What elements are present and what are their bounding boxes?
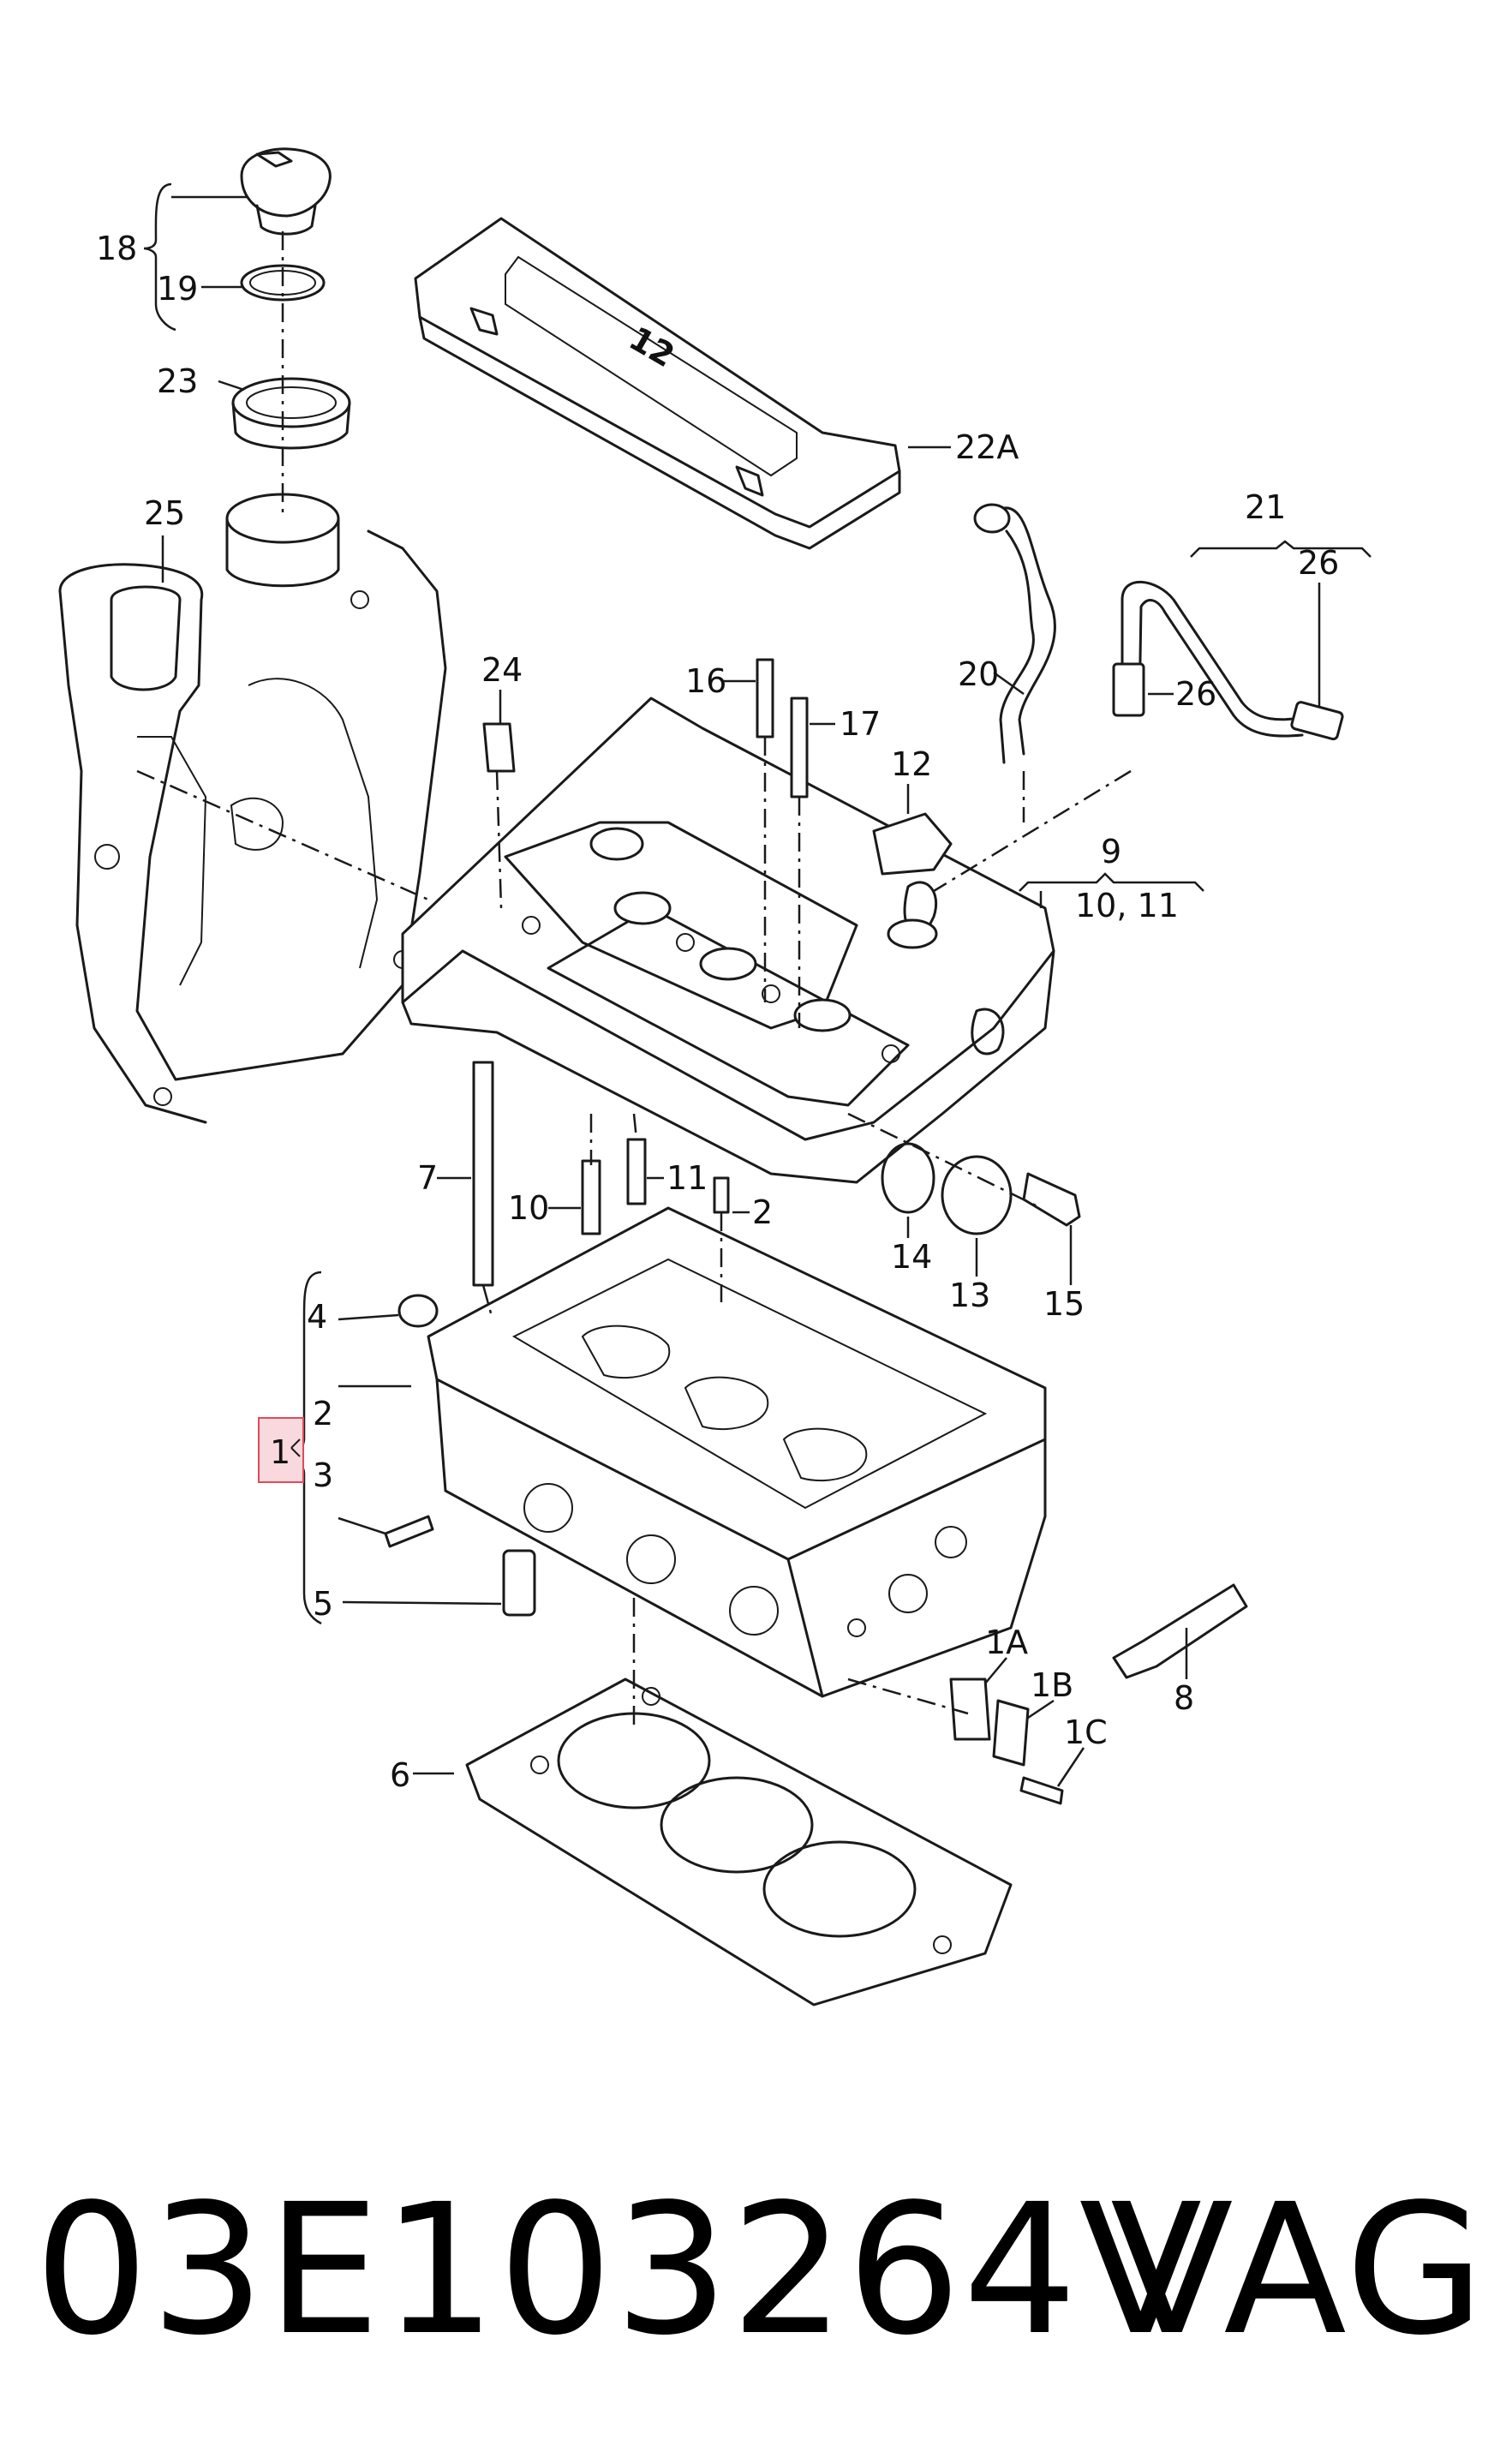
screw-1C (1019, 1776, 1064, 1805)
bolt-11 (626, 1138, 647, 1205)
callout-19[interactable]: 19 (157, 270, 198, 308)
sealant-tube-8 (1112, 1583, 1248, 1679)
callout-10-11[interactable]: 10, 11 (1075, 887, 1179, 924)
camshaft-housing (401, 697, 1055, 1184)
callout-26-top[interactable]: 26 (1298, 544, 1339, 582)
callout-10[interactable]: 10 (508, 1189, 549, 1227)
highlight-box (258, 1417, 304, 1483)
callout-8[interactable]: 8 (1174, 1679, 1194, 1717)
callout-25[interactable]: 25 (144, 494, 185, 532)
callout-17[interactable]: 17 (840, 705, 881, 743)
callout-7[interactable]: 7 (417, 1159, 438, 1197)
callout-18[interactable]: 18 (96, 230, 137, 267)
callout-13[interactable]: 13 (949, 1277, 990, 1314)
bolt-15 (1022, 1172, 1081, 1227)
timing-case-cover (58, 493, 447, 1124)
callout-1C[interactable]: 1C (1064, 1713, 1108, 1751)
breather-pipe (1112, 580, 1344, 741)
small-parts (384, 658, 1248, 1805)
sender-24 (482, 722, 516, 773)
filler-neck (231, 377, 351, 450)
callout-21[interactable]: 21 (1245, 488, 1286, 526)
part-number: 03E103264V (34, 2165, 1204, 2375)
stud-3 (384, 1515, 434, 1548)
bolt-10 (581, 1159, 601, 1235)
callout-14[interactable]: 14 (891, 1238, 932, 1276)
plug-4 (397, 1294, 439, 1328)
cylinder-head (427, 1206, 1047, 1698)
callout-labels: 18 19 23 25 22A 21 26 26 20 24 16 17 12 … (96, 230, 1339, 1794)
callout-23[interactable]: 23 (157, 362, 198, 400)
callout-22A[interactable]: 22A (955, 428, 1019, 466)
breather-hose (973, 503, 1056, 764)
filter-sleeve-upper (1112, 662, 1145, 717)
callout-24[interactable]: 24 (481, 651, 523, 689)
head-bolt-7 (472, 1061, 494, 1287)
callout-2-upper[interactable]: 2 (752, 1193, 773, 1231)
head-gasket (465, 1678, 1013, 2006)
callout-26-side[interactable]: 26 (1175, 675, 1216, 713)
sensor-seat (887, 918, 938, 949)
gasket-1A (949, 1678, 991, 1741)
highlight-arrow (290, 1438, 301, 1457)
sleeve-5 (502, 1549, 536, 1617)
callout-4[interactable]: 4 (307, 1298, 327, 1336)
sensor-12 (872, 812, 953, 876)
callout-16[interactable]: 16 (685, 662, 726, 700)
callout-1B[interactable]: 1B (1031, 1666, 1073, 1704)
callout-9[interactable]: 9 (1101, 833, 1121, 870)
callout-2-lower[interactable]: 2 (313, 1395, 333, 1432)
bolt-16 (756, 658, 774, 739)
engine-cover: 12 (414, 217, 901, 550)
cover-13 (941, 1155, 1013, 1235)
oil-filler-cap (240, 147, 332, 236)
o-ring-14 (881, 1142, 935, 1214)
brand-name: VAG (1110, 2165, 1486, 2375)
assembly-lines (136, 231, 1132, 1731)
bolt-17 (790, 697, 809, 798)
leader-lines (143, 182, 1372, 1787)
callout-11[interactable]: 11 (666, 1159, 708, 1197)
plate-1B (992, 1699, 1030, 1767)
callout-5[interactable]: 5 (313, 1585, 333, 1623)
callout-1[interactable]: 1 (270, 1433, 290, 1471)
callout-20[interactable]: 20 (958, 655, 999, 693)
callout-6[interactable]: 6 (390, 1756, 410, 1794)
callout-1A[interactable]: 1A (985, 1624, 1028, 1661)
filter-sleeve-lower (1290, 701, 1344, 741)
callout-12[interactable]: 12 (891, 745, 932, 783)
callout-3[interactable]: 3 (313, 1456, 333, 1494)
exploded-parts-diagram: 12 (58, 147, 1372, 2006)
callout-15[interactable]: 15 (1043, 1285, 1085, 1323)
dowel-pin-2 (713, 1176, 730, 1214)
